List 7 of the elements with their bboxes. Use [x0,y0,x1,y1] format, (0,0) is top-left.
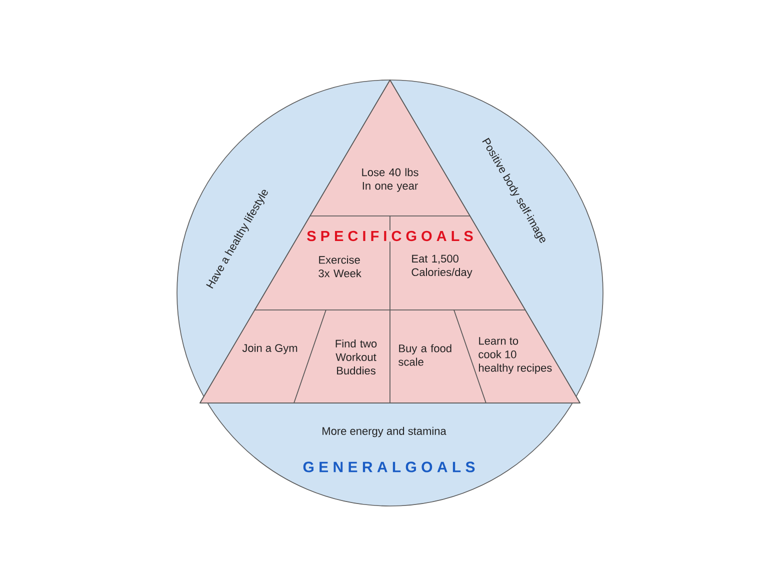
pyramid-cell: Lose 40 lbs In one year [310,80,470,216]
pyramid-cell: Learn to cook 10 healthy recipes [454,310,580,404]
goal-text: More energy and stamina [322,426,446,438]
pyramid-cell: Join a Gym [200,310,326,404]
section-heading: G E N E R A L G O A L S [303,462,475,472]
section-heading: S P E C I F I C G O A L S [306,230,474,242]
pyramid [200,80,580,404]
